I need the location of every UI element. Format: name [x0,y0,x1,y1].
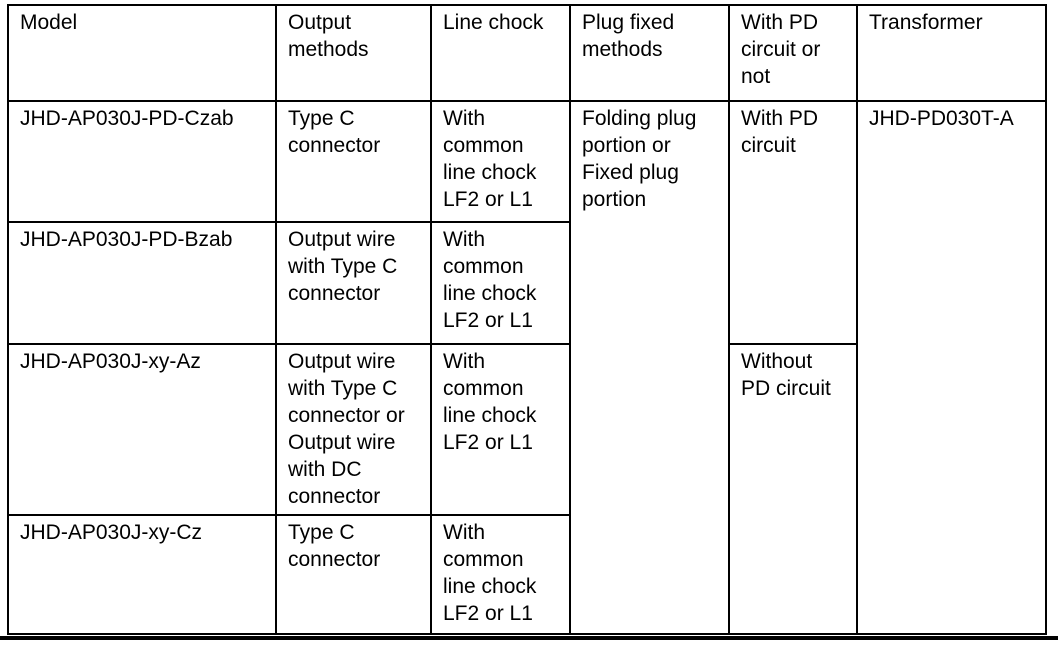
page-bottom-rule [0,636,1058,640]
table-row: JHD-AP030J-PD-Czab Type C connector With… [7,100,1047,635]
cell-without-pd-circuit: Without PD circuit [728,343,858,635]
cell-output-methods-row1: Type C connector [275,100,432,223]
header-row: Model Output methods Line chock Plug fix… [7,4,1047,102]
header-model: Model [7,4,277,102]
cell-output-methods-row4: Type C connector [275,514,432,635]
cell-model-row1: JHD-AP030J-PD-Czab [7,100,277,223]
cell-line-chock-row2: With common line chock LF2 or L1 [430,221,571,345]
table-row: JHD-AP030J-xy-Cz Type C connector With c… [7,514,1046,635]
cell-model-row4: JHD-AP030J-xy-Cz [7,514,277,635]
cell-line-chock-row1: With common line chock LF2 or L1 [430,100,571,223]
header-transformer: Transformer [856,4,1047,102]
header-plug-fixed-methods: Plug fixed methods [569,4,730,102]
cell-model-row3: JHD-AP030J-xy-Az [7,343,277,516]
cell-line-chock-row3: With common line chock LF2 or L1 [430,343,571,516]
header-pd-circuit: With PD circuit or not [728,4,858,102]
header-output-methods: Output methods [275,4,432,102]
table-row: JHD-AP030J-PD-Bzab Output wire with Type… [7,221,1046,345]
table-row: JHD-AP030J-xy-Az Output wire with Type C… [7,343,1046,635]
cell-transformer: JHD-PD030T-A [856,100,1047,635]
cell-model-row2: JHD-AP030J-PD-Bzab [7,221,277,345]
header-line-chock: Line chock [430,4,571,102]
cell-output-methods-row3: Output wire with Type C connector or Out… [275,343,432,516]
cell-output-methods-row2: Output wire with Type C connector [275,221,432,345]
cell-plug-fixed-methods: Folding plug portion or Fixed plug porti… [569,100,730,635]
cell-with-pd-circuit: With PD circuit [728,100,858,345]
product-spec-table: Model Output methods Line chock Plug fix… [7,4,1047,635]
cell-line-chock-row4: With common line chock LF2 or L1 [430,514,571,635]
